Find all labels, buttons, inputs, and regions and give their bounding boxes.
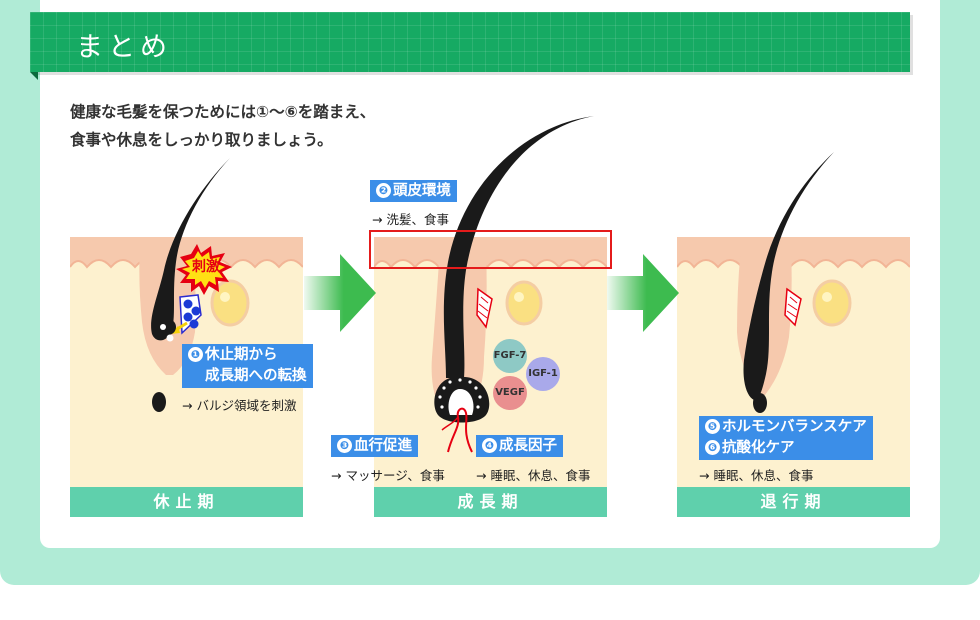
factor-fgf7-label: FGF-7 bbox=[493, 350, 527, 361]
annotation-3-note: → マッサージ、食事 bbox=[331, 468, 445, 483]
annotation-4-note: → 睡眠、休息、食事 bbox=[476, 468, 591, 483]
blood-vessel bbox=[447, 407, 473, 453]
intro-line-1: 健康な毛髪を保つためには①〜⑥を踏まえ、 bbox=[70, 103, 376, 121]
annotation-4-number: ❹ bbox=[482, 438, 497, 453]
gland-highlight bbox=[514, 292, 524, 302]
transition-arrow-2 bbox=[607, 254, 679, 332]
banner-fold bbox=[30, 72, 38, 80]
factor-vegf: VEGF bbox=[493, 376, 527, 410]
dermal-papilla bbox=[152, 392, 166, 412]
stem-cell bbox=[183, 299, 193, 309]
sebaceous-gland bbox=[505, 280, 543, 326]
stem-cell bbox=[189, 319, 199, 329]
annotation-2-number: ❷ bbox=[376, 183, 391, 198]
factor-fgf7: FGF-7 bbox=[493, 339, 527, 373]
stimulus-label: 刺激 bbox=[192, 259, 220, 275]
annotation-1-note: → バルジ領域を刺激 bbox=[182, 398, 297, 413]
annotation-1-line2: 成長期への転換 bbox=[205, 368, 307, 384]
matrix-dots bbox=[438, 378, 482, 409]
dermal-papilla bbox=[753, 393, 767, 413]
blood-vessel-branch bbox=[441, 416, 459, 431]
annotation-2-note: → 洗髪、食事 bbox=[372, 212, 449, 227]
gland-highlight bbox=[822, 292, 832, 302]
phase-label-resting: 休止期 bbox=[70, 487, 303, 517]
annotation-6-number: ❻ bbox=[705, 440, 720, 455]
annotation-3-label: 血行促進 bbox=[354, 438, 412, 454]
phase-label-regression: 退行期 bbox=[677, 487, 910, 517]
stem-cell bbox=[183, 312, 193, 322]
annotation-4-label: 成長因子 bbox=[499, 438, 557, 454]
annotation-2-label: 頭皮環境 bbox=[393, 183, 451, 199]
stem-cell bbox=[191, 306, 201, 316]
annotation-5-label: ホルモンバランスケア bbox=[722, 419, 867, 435]
annotation-1-line1: 休止期から bbox=[205, 347, 278, 363]
gland-highlight bbox=[220, 292, 230, 302]
phase-label-growth: 成長期 bbox=[374, 487, 607, 517]
page-title: まとめ bbox=[76, 32, 172, 63]
factor-igf1-label: IGF-1 bbox=[528, 368, 558, 379]
annotation-3-number: ❸ bbox=[337, 438, 352, 453]
title-banner: まとめ bbox=[30, 12, 910, 72]
intro-line-2: 食事や休息をしっかり取りましょう。 bbox=[70, 131, 333, 149]
annotation-6-note: → 睡眠、休息、食事 bbox=[699, 468, 814, 483]
annotation-1-number: ❶ bbox=[188, 347, 203, 362]
intro-text: 健康な毛髪を保つためには①〜⑥を踏まえ、 食事や休息をしっかり取りましょう。 bbox=[70, 98, 375, 154]
scalp-highlight-box bbox=[369, 230, 612, 269]
transition-arrow-1 bbox=[304, 254, 376, 332]
dermal-papilla bbox=[448, 389, 474, 415]
annotation-6-label: 抗酸化ケア bbox=[722, 440, 795, 456]
factor-vegf-label: VEGF bbox=[495, 387, 525, 398]
annotation-5-number: ❺ bbox=[705, 419, 720, 434]
sebaceous-gland bbox=[812, 279, 852, 327]
factor-igf1: IGF-1 bbox=[526, 357, 560, 391]
